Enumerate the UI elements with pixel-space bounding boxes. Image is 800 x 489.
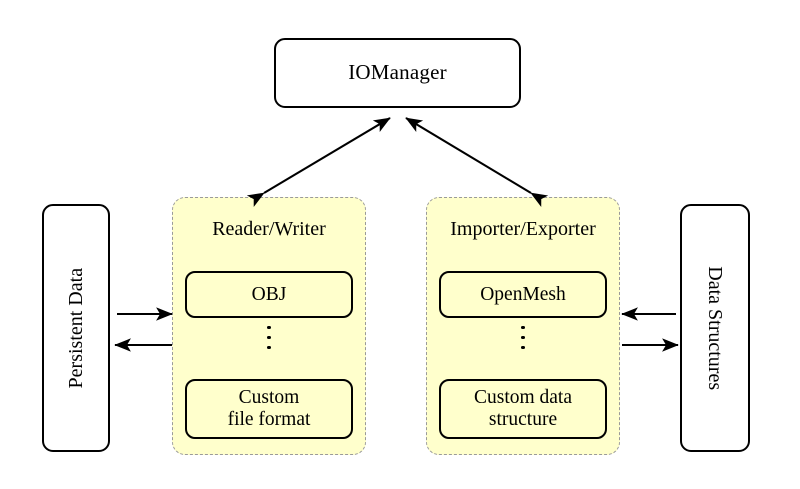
reader-writer-item-custom-file-format-line1: Custom [238,387,300,409]
importer-exporter-item-openmesh-label: OpenMesh [480,283,566,305]
reader-writer-panel: Reader/Writer OBJ Custom file format [172,197,366,455]
data-structures-box: Data Structures [680,204,750,452]
persistent-data-label: Persistent Data [64,267,87,389]
arrow-iomanager-reader-writer [246,117,391,207]
importer-exporter-item-custom-data-structure: Custom data structure [439,379,607,439]
importer-exporter-item-openmesh: OpenMesh [439,271,607,318]
reader-writer-item-obj: OBJ [185,271,353,318]
reader-writer-ellipsis [173,326,365,356]
importer-exporter-item-custom-data-structure-line2: structure [488,409,558,430]
importer-exporter-panel-title: Importer/Exporter [450,218,596,240]
reader-writer-panel-title: Reader/Writer [212,218,326,240]
reader-writer-item-obj-label: OBJ [251,283,287,305]
importer-exporter-ellipsis [427,326,619,356]
data-structures-label: Data Structures [704,266,727,390]
importer-exporter-panel: Importer/Exporter OpenMesh Custom data s… [426,197,620,455]
reader-writer-item-custom-file-format: Custom file format [185,379,353,439]
reader-writer-item-custom-file-format-line2: file format [227,409,311,430]
iomanager-label: IOManager [348,60,447,85]
iomanager-box: IOManager [274,38,521,108]
importer-exporter-item-custom-data-structure-line1: Custom data [473,387,573,409]
arrow-iomanager-importer-exporter [405,117,549,207]
persistent-data-box: Persistent Data [42,204,110,452]
